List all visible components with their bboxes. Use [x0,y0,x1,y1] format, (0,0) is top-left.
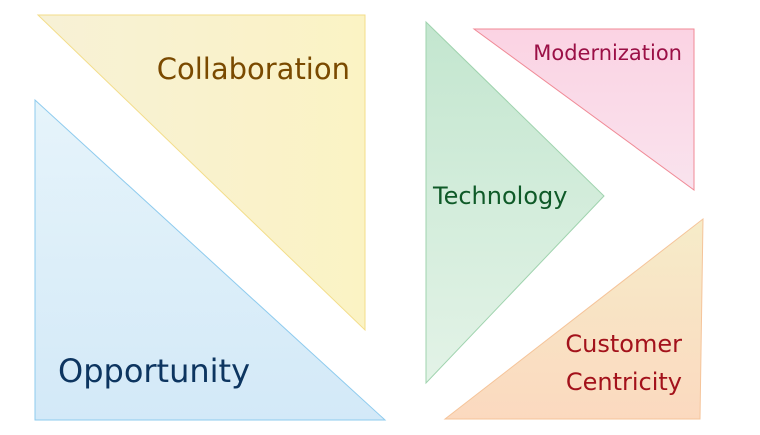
collaboration-label: Collaboration [157,52,350,86]
modernization-label: Modernization [533,41,682,65]
collaboration-triangle [36,14,366,332]
technology-triangle [425,20,605,385]
modernization-triangle [472,28,695,191]
segment-collaboration: Collaboration [36,14,366,332]
segment-technology: Technology [425,20,605,385]
customer-centricity-label-line1: Customer [565,330,682,358]
technology-label: Technology [432,182,567,210]
customer-centricity-label-line2: Centricity [566,368,682,396]
segment-modernization: Modernization [472,28,695,191]
customer-centricity-triangle [443,217,704,420]
segment-opportunity: Opportunity [34,98,387,421]
segment-customer-centricity: Customer Centricity [443,217,704,420]
opportunity-label: Opportunity [58,352,250,390]
opportunity-triangle [34,98,387,421]
